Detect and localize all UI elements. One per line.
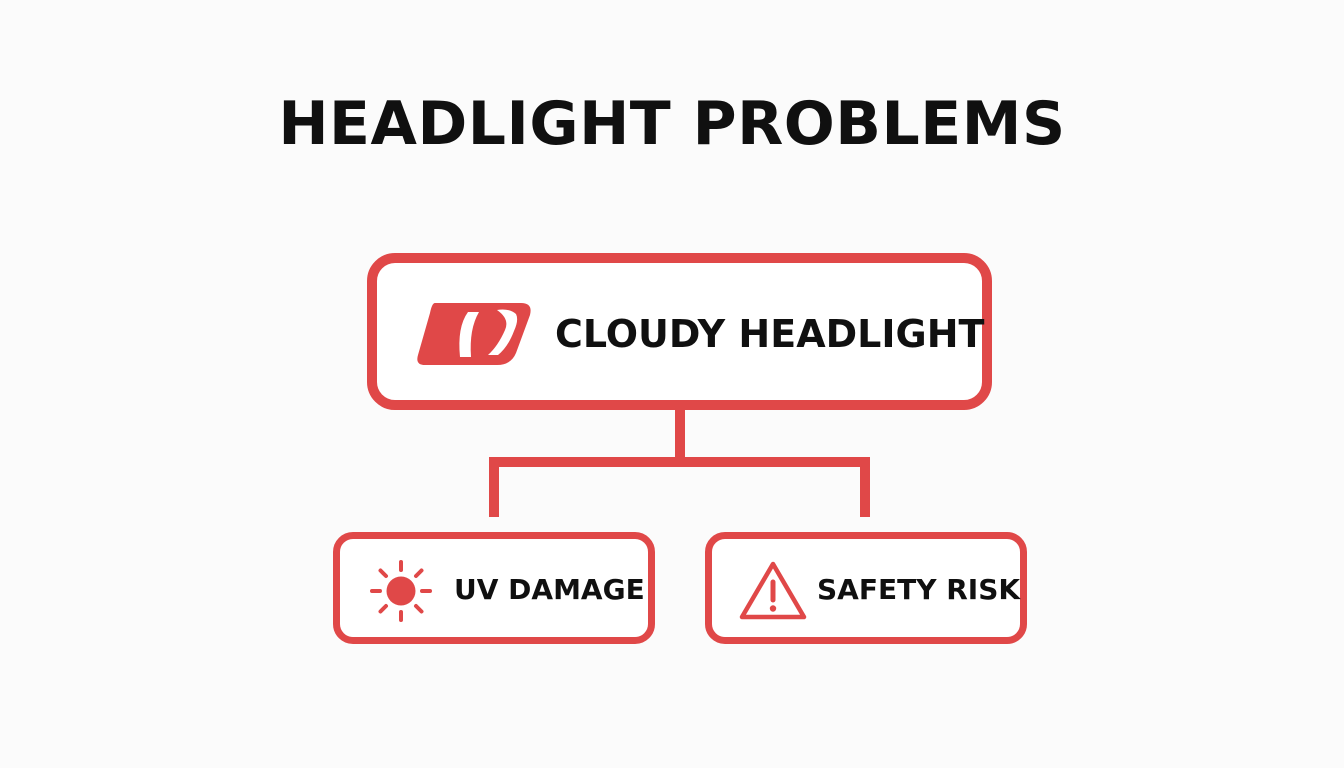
child-node-safety-risk: SAFETY RISK [705,532,1027,644]
child-node-label-uv-damage: UV DAMAGE [454,573,645,606]
child-node-uv-damage: UV DAMAGE [333,532,655,644]
child-node-label-safety-risk: SAFETY RISK [817,573,1021,606]
page-title: HEADLIGHT PROBLEMS [278,89,1066,159]
headlight-icon [417,303,531,365]
sun-icon [370,560,432,622]
connector-branch [489,457,870,517]
root-node-cloudy-headlight: CLOUDY HEADLIGHT [367,253,992,410]
warning-triangle-icon [739,561,807,620]
root-node-label: CLOUDY HEADLIGHT [555,312,985,356]
